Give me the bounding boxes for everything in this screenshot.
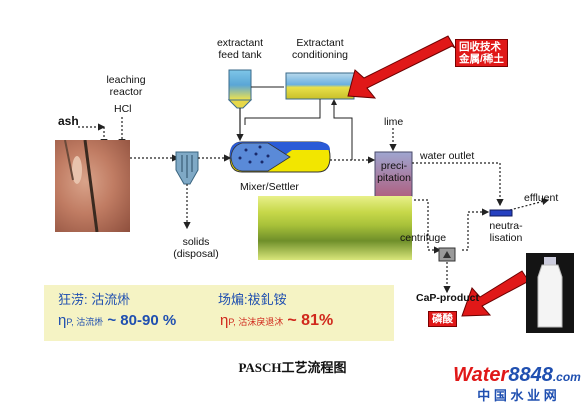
water-outlet-line	[412, 162, 504, 207]
effluent-line	[509, 198, 550, 211]
left-method-name: 狂涝: 沽流烞	[58, 292, 131, 307]
right-eta-symbol: η	[220, 312, 229, 329]
extractant-feed-tank	[228, 69, 252, 101]
recovery-tag-top: 回收技术 金属/稀土	[455, 39, 508, 67]
leaching-reactor-photo	[55, 140, 130, 232]
mixer-settler-photo	[258, 196, 412, 260]
ash-label: ash	[58, 114, 79, 128]
centrifuge-label: centrifuge	[400, 232, 447, 244]
effluent-label: effluent	[524, 192, 559, 204]
leaching-reactor-label: leaching reactor	[106, 74, 146, 98]
precipitation-label: preci- pitation	[377, 160, 411, 184]
extractant-conditioning-unit	[285, 72, 355, 100]
extractant-feed-tank-label: extractant feed tank	[216, 37, 264, 61]
watermark-logo: Water8848.com 中 国 水 业 网	[452, 364, 582, 408]
conditioning-loop-line	[244, 99, 321, 125]
extractant-conditioning-label: Extractant conditioning	[291, 37, 349, 61]
neutralisation-unit	[489, 209, 513, 217]
bottle-detail	[537, 257, 563, 328]
right-eta-subscript: P, 沽沫戾退沐	[228, 317, 284, 327]
solids-disposal-label: solids (disposal)	[173, 236, 219, 260]
watermark-brand-dotcom: .com	[552, 370, 581, 384]
reactor-photo-detail	[64, 140, 99, 232]
red-pointer-arrow-bottom	[461, 270, 532, 317]
watermark-brand-number: 8848	[508, 364, 553, 386]
mixer-settler	[229, 141, 331, 173]
hcl-label: HCl	[114, 103, 132, 115]
left-eta-symbol: η	[58, 312, 67, 329]
left-efficiency: ηP, 沽流烞 ~ 80-90 %	[58, 312, 176, 329]
efficiency-info-box: 狂涝: 沽流烞 场煸:祓釓铵 ηP, 沽流烞 ~ 80-90 % ηP, 沽沫戾…	[44, 285, 394, 341]
neutralisation-label: neutra- lisation	[489, 220, 523, 244]
right-method-name: 场煸:祓釓铵	[218, 292, 287, 307]
red-pointer-arrow-top	[347, 35, 456, 99]
watermark-brand: Water8848.com	[452, 364, 582, 388]
precipitate-line	[410, 199, 442, 254]
cap-product-label: CaP-product	[416, 292, 479, 304]
water-outlet-label: water outlet	[420, 150, 475, 162]
lime-label: lime	[384, 116, 404, 128]
right-efficiency-value: ~ 81%	[287, 312, 334, 329]
recycle-line	[331, 99, 353, 160]
centrate-line	[462, 208, 490, 251]
left-eta-subscript: P, 沽流烞	[66, 317, 104, 327]
watermark-chinese-text: 中 国 水 业 网	[477, 388, 557, 403]
mixer-settler-label: Mixer/Settler	[240, 181, 299, 193]
right-efficiency: ηP, 沽沫戾退沐 ~ 81%	[220, 312, 333, 330]
phosphate-tag-bottom: 磷酸	[428, 311, 457, 327]
left-efficiency-value: ~ 80-90 %	[107, 312, 177, 329]
figure-caption: PASCH工艺流程图	[238, 360, 347, 375]
product-bottle-photo	[526, 253, 574, 333]
watermark-brand-water: Water	[453, 364, 509, 386]
